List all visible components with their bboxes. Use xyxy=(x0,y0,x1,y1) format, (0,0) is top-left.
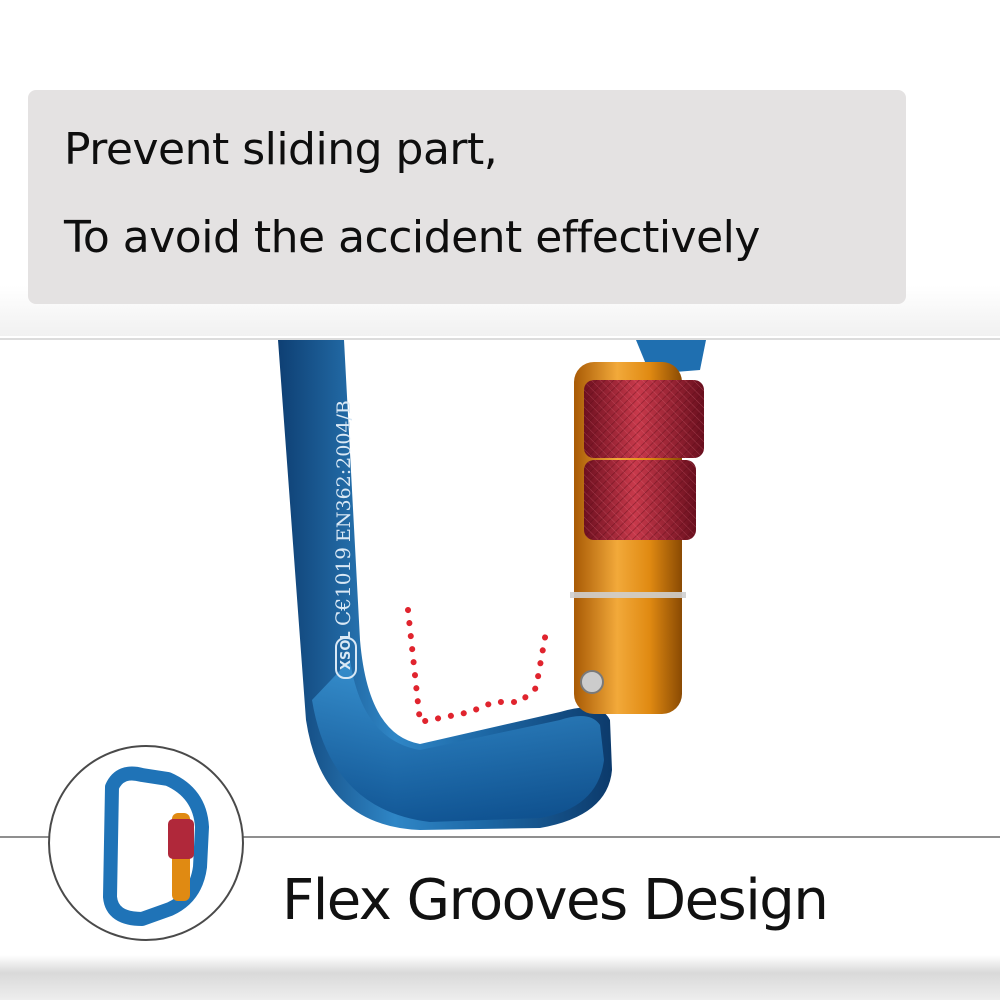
divider-right xyxy=(242,836,1000,838)
gate-rivet xyxy=(580,670,604,694)
caption-line-2: To avoid the accident effectively xyxy=(64,212,760,263)
standard-mark: EN362:2004/B xyxy=(333,400,355,542)
ce-mark: C€1019 xyxy=(331,547,355,626)
dotted-groove-marker-icon xyxy=(405,607,549,726)
gate-ring xyxy=(570,592,686,598)
bottom-shadow xyxy=(0,955,1000,1000)
divider-left xyxy=(0,836,60,838)
carabiner-closeup-illustration: XSOL C€1019 EN362:2004/B xyxy=(278,340,706,830)
caption-box xyxy=(28,90,906,304)
caption-line-1: Prevent sliding part, xyxy=(64,124,498,175)
carabiner-thumbnail-icon xyxy=(103,766,209,926)
headline: Flex Grooves Design xyxy=(282,868,829,933)
carabiner-thumbnail xyxy=(48,745,244,941)
brand-mark: XSOL xyxy=(339,631,354,670)
carabiner-bend xyxy=(312,660,604,822)
spine-engraving: XSOL C€1019 EN362:2004/B xyxy=(331,400,357,679)
